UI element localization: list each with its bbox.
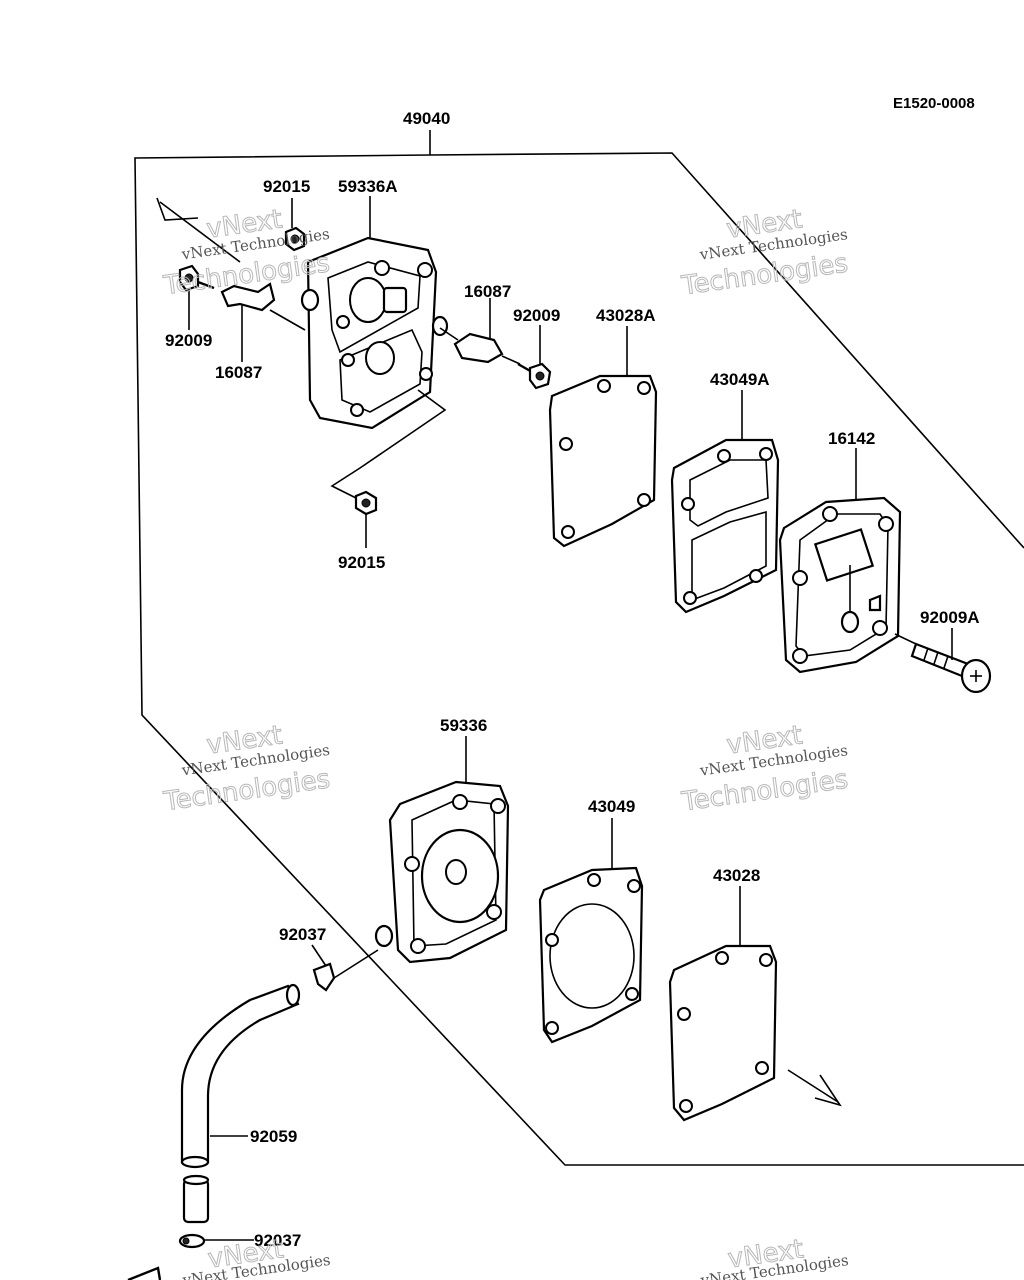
- arrow-bottom-right-shaft: [787, 1069, 839, 1103]
- leader-92037-top: [311, 944, 327, 967]
- label-43028A: 43028A: [596, 306, 656, 325]
- hose-piece: [182, 1174, 210, 1224]
- label-92009-right: 92009: [513, 306, 560, 325]
- leader-92015-bottom-path: [330, 389, 447, 501]
- label-43049A: 43049A: [710, 370, 770, 389]
- diaphragm-43049: [538, 866, 644, 1044]
- label-16142: 16142: [828, 429, 875, 448]
- clip-92037-bottom: [178, 1233, 206, 1249]
- label-92009A: 92009A: [920, 608, 980, 627]
- watermark-mid-right: vNext vNext Technologies Technologies: [679, 720, 851, 818]
- hose-92059: [180, 983, 301, 1169]
- assembly-outline: [134, 154, 1024, 1166]
- label-59336A: 59336A: [338, 177, 398, 196]
- nut-92015-bottom: [354, 490, 378, 516]
- valve-16087-right: [439, 327, 521, 365]
- arrow-top-left-shaft: [159, 201, 241, 263]
- label-92059: 92059: [250, 1127, 297, 1146]
- label-92015-top: 92015: [263, 177, 310, 196]
- pump-body-59336: [374, 780, 510, 964]
- gasket-43028: [668, 944, 778, 1122]
- cover-16142: [778, 496, 902, 674]
- leader-clip-hose: [333, 949, 379, 979]
- clip-92037-top: [312, 962, 336, 992]
- label-59336: 59336: [440, 716, 487, 735]
- label-92037-top: 92037: [279, 925, 326, 944]
- diagram-code: E1520-0008: [893, 95, 975, 112]
- arrow-top-left: [156, 197, 199, 221]
- watermark-mid-left: vNext vNext Technologies Technologies: [161, 720, 333, 818]
- label-16087-right: 16087: [464, 282, 511, 301]
- screw-92009A: [894, 633, 992, 694]
- label-43049: 43049: [588, 797, 635, 816]
- label-43028: 43028: [713, 866, 760, 885]
- assembly-outline-top-edge: [429, 152, 1024, 549]
- diaphragm-43049A: [670, 438, 780, 614]
- label-16087-left: 16087: [215, 363, 262, 382]
- arrow-bottom-right: [814, 1074, 842, 1107]
- partial-part-bottom-left: [127, 1266, 162, 1280]
- pump-body-59336A: [300, 236, 449, 430]
- label-92015-bottom: 92015: [338, 553, 385, 572]
- screw-92009-right: [517, 362, 552, 390]
- valve-16087-left: [220, 282, 306, 331]
- label-92037-bottom: 92037: [254, 1231, 301, 1250]
- label-92009-left: 92009: [165, 331, 212, 350]
- watermark-top-right: vNext vNext Technologies Technologies: [679, 204, 851, 302]
- screw-92009-left: [178, 264, 215, 292]
- gasket-43028A: [548, 374, 658, 548]
- watermark-bottom-right: vNext vNext Technologies: [699, 1234, 850, 1280]
- label-49040: 49040: [403, 109, 450, 128]
- nut-92015-top: [284, 226, 306, 252]
